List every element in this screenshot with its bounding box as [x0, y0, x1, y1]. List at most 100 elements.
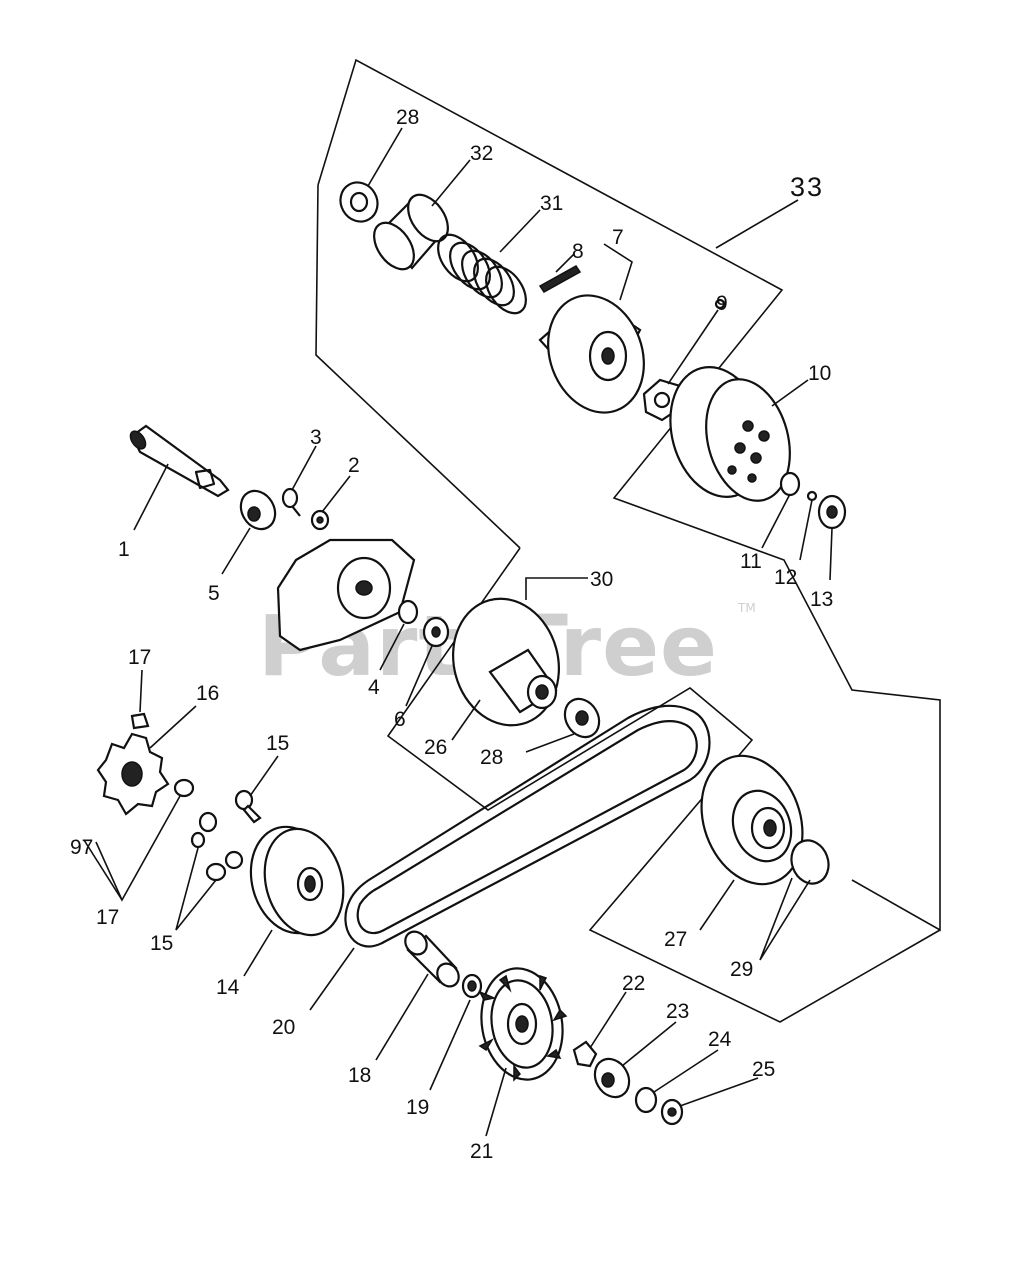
callout-27: 27 [664, 928, 687, 951]
callout-22: 22 [622, 972, 645, 995]
callout-29: 29 [730, 958, 753, 981]
leader-6 [405, 645, 433, 707]
bolt-15-lower [190, 811, 244, 882]
leader-17-top [139, 669, 143, 713]
key-17-top [130, 712, 150, 730]
bearing-28-lower [563, 697, 601, 739]
leader-21 [485, 1067, 507, 1137]
bearing-28-top [339, 181, 379, 223]
callout-32: 32 [470, 142, 493, 165]
drum-10 [669, 366, 791, 502]
key-17-lower [173, 778, 195, 798]
leader-22 [589, 991, 627, 1049]
callout-10: 10 [808, 362, 831, 385]
leader-20 [309, 947, 355, 1011]
leader-5 [221, 527, 251, 575]
sleeve-18 [404, 930, 460, 988]
leader-19 [429, 999, 471, 1091]
callout-19: 19 [406, 1096, 429, 1119]
callout-24: 24 [708, 1028, 732, 1051]
nut-25 [660, 1098, 684, 1126]
callout-16: 16 [196, 682, 219, 705]
callout-23: 23 [666, 1000, 689, 1023]
leader-26 [451, 699, 481, 741]
belt-20 [344, 704, 711, 948]
washer-9 [714, 298, 726, 310]
leader-29 [759, 877, 811, 961]
callout-12: 12 [774, 566, 797, 589]
leader-30 [525, 577, 588, 600]
housing-4 [276, 538, 416, 652]
callout-21: 21 [470, 1140, 493, 1163]
leader-14 [243, 929, 273, 977]
leader-13 [829, 527, 833, 581]
leader-3 [291, 445, 317, 491]
spacer-29 [790, 839, 830, 885]
sleeve-32 [373, 193, 449, 271]
callout-5: 5 [208, 582, 220, 605]
pulley-14 [249, 825, 345, 937]
callout-7: 7 [612, 226, 624, 249]
callout-4: 4 [368, 676, 380, 699]
leader-28-top [367, 127, 403, 187]
callout-15-lower: 15 [150, 932, 173, 955]
leader-28-lower [525, 733, 575, 753]
leader-7 [603, 243, 633, 301]
leader-17-lower [95, 795, 181, 902]
gear-21 [478, 967, 568, 1082]
leader-32 [431, 159, 471, 207]
washer-12 [806, 490, 818, 502]
key-22 [572, 1040, 598, 1068]
bearing-5 [239, 489, 277, 531]
leader-23 [621, 1021, 677, 1067]
clutch-drum-7 [538, 294, 645, 414]
leader-12 [799, 499, 813, 561]
pin-8 [538, 265, 582, 293]
callout-8: 8 [572, 240, 584, 263]
leader-9 [667, 309, 719, 385]
assembly-box-33-left [315, 184, 521, 549]
callout-30: 30 [590, 568, 613, 591]
callout-15-upper: 15 [266, 732, 289, 755]
callout-6: 6 [394, 708, 406, 731]
leader-10 [771, 379, 809, 407]
callout-17-lower: 17 [96, 906, 119, 929]
callout-31: 31 [540, 192, 563, 215]
callout-14: 14 [216, 976, 240, 999]
callout-97: 97 [70, 836, 93, 859]
callout-18: 18 [348, 1064, 371, 1087]
callout-3: 3 [310, 426, 322, 449]
leader-1 [133, 463, 169, 531]
watermark-trademark: TM [737, 601, 756, 615]
callout-26: 26 [424, 736, 447, 759]
leader-97 [83, 839, 123, 901]
leader-4 [379, 623, 405, 671]
flange-26 [452, 597, 560, 727]
nut-11 [779, 471, 801, 497]
callout-2: 2 [348, 454, 360, 477]
leader-11 [761, 493, 791, 549]
bearing-6 [422, 616, 450, 648]
callout-28-top: 28 [396, 106, 419, 129]
callout-33: 33 [790, 172, 824, 202]
washer-19 [461, 973, 483, 999]
spring-31 [437, 233, 527, 315]
callout-13: 13 [810, 588, 833, 611]
washer-4 [397, 599, 419, 625]
callout-1: 1 [118, 538, 130, 561]
assembly-box-33 [317, 58, 941, 932]
callout-9: 9 [716, 292, 728, 315]
callout-25: 25 [752, 1058, 775, 1081]
leader-25 [679, 1077, 759, 1107]
leader-31 [499, 209, 541, 253]
callout-20: 20 [272, 1016, 295, 1039]
leader-15-lower [175, 847, 217, 931]
leader-16 [149, 705, 197, 749]
bolt-15-upper [234, 789, 262, 824]
nut-2 [310, 509, 330, 531]
sprocket-16 [96, 732, 170, 816]
pulley-27 [700, 754, 804, 886]
washer-24 [634, 1086, 658, 1114]
callout-17-top: 17 [128, 646, 151, 669]
